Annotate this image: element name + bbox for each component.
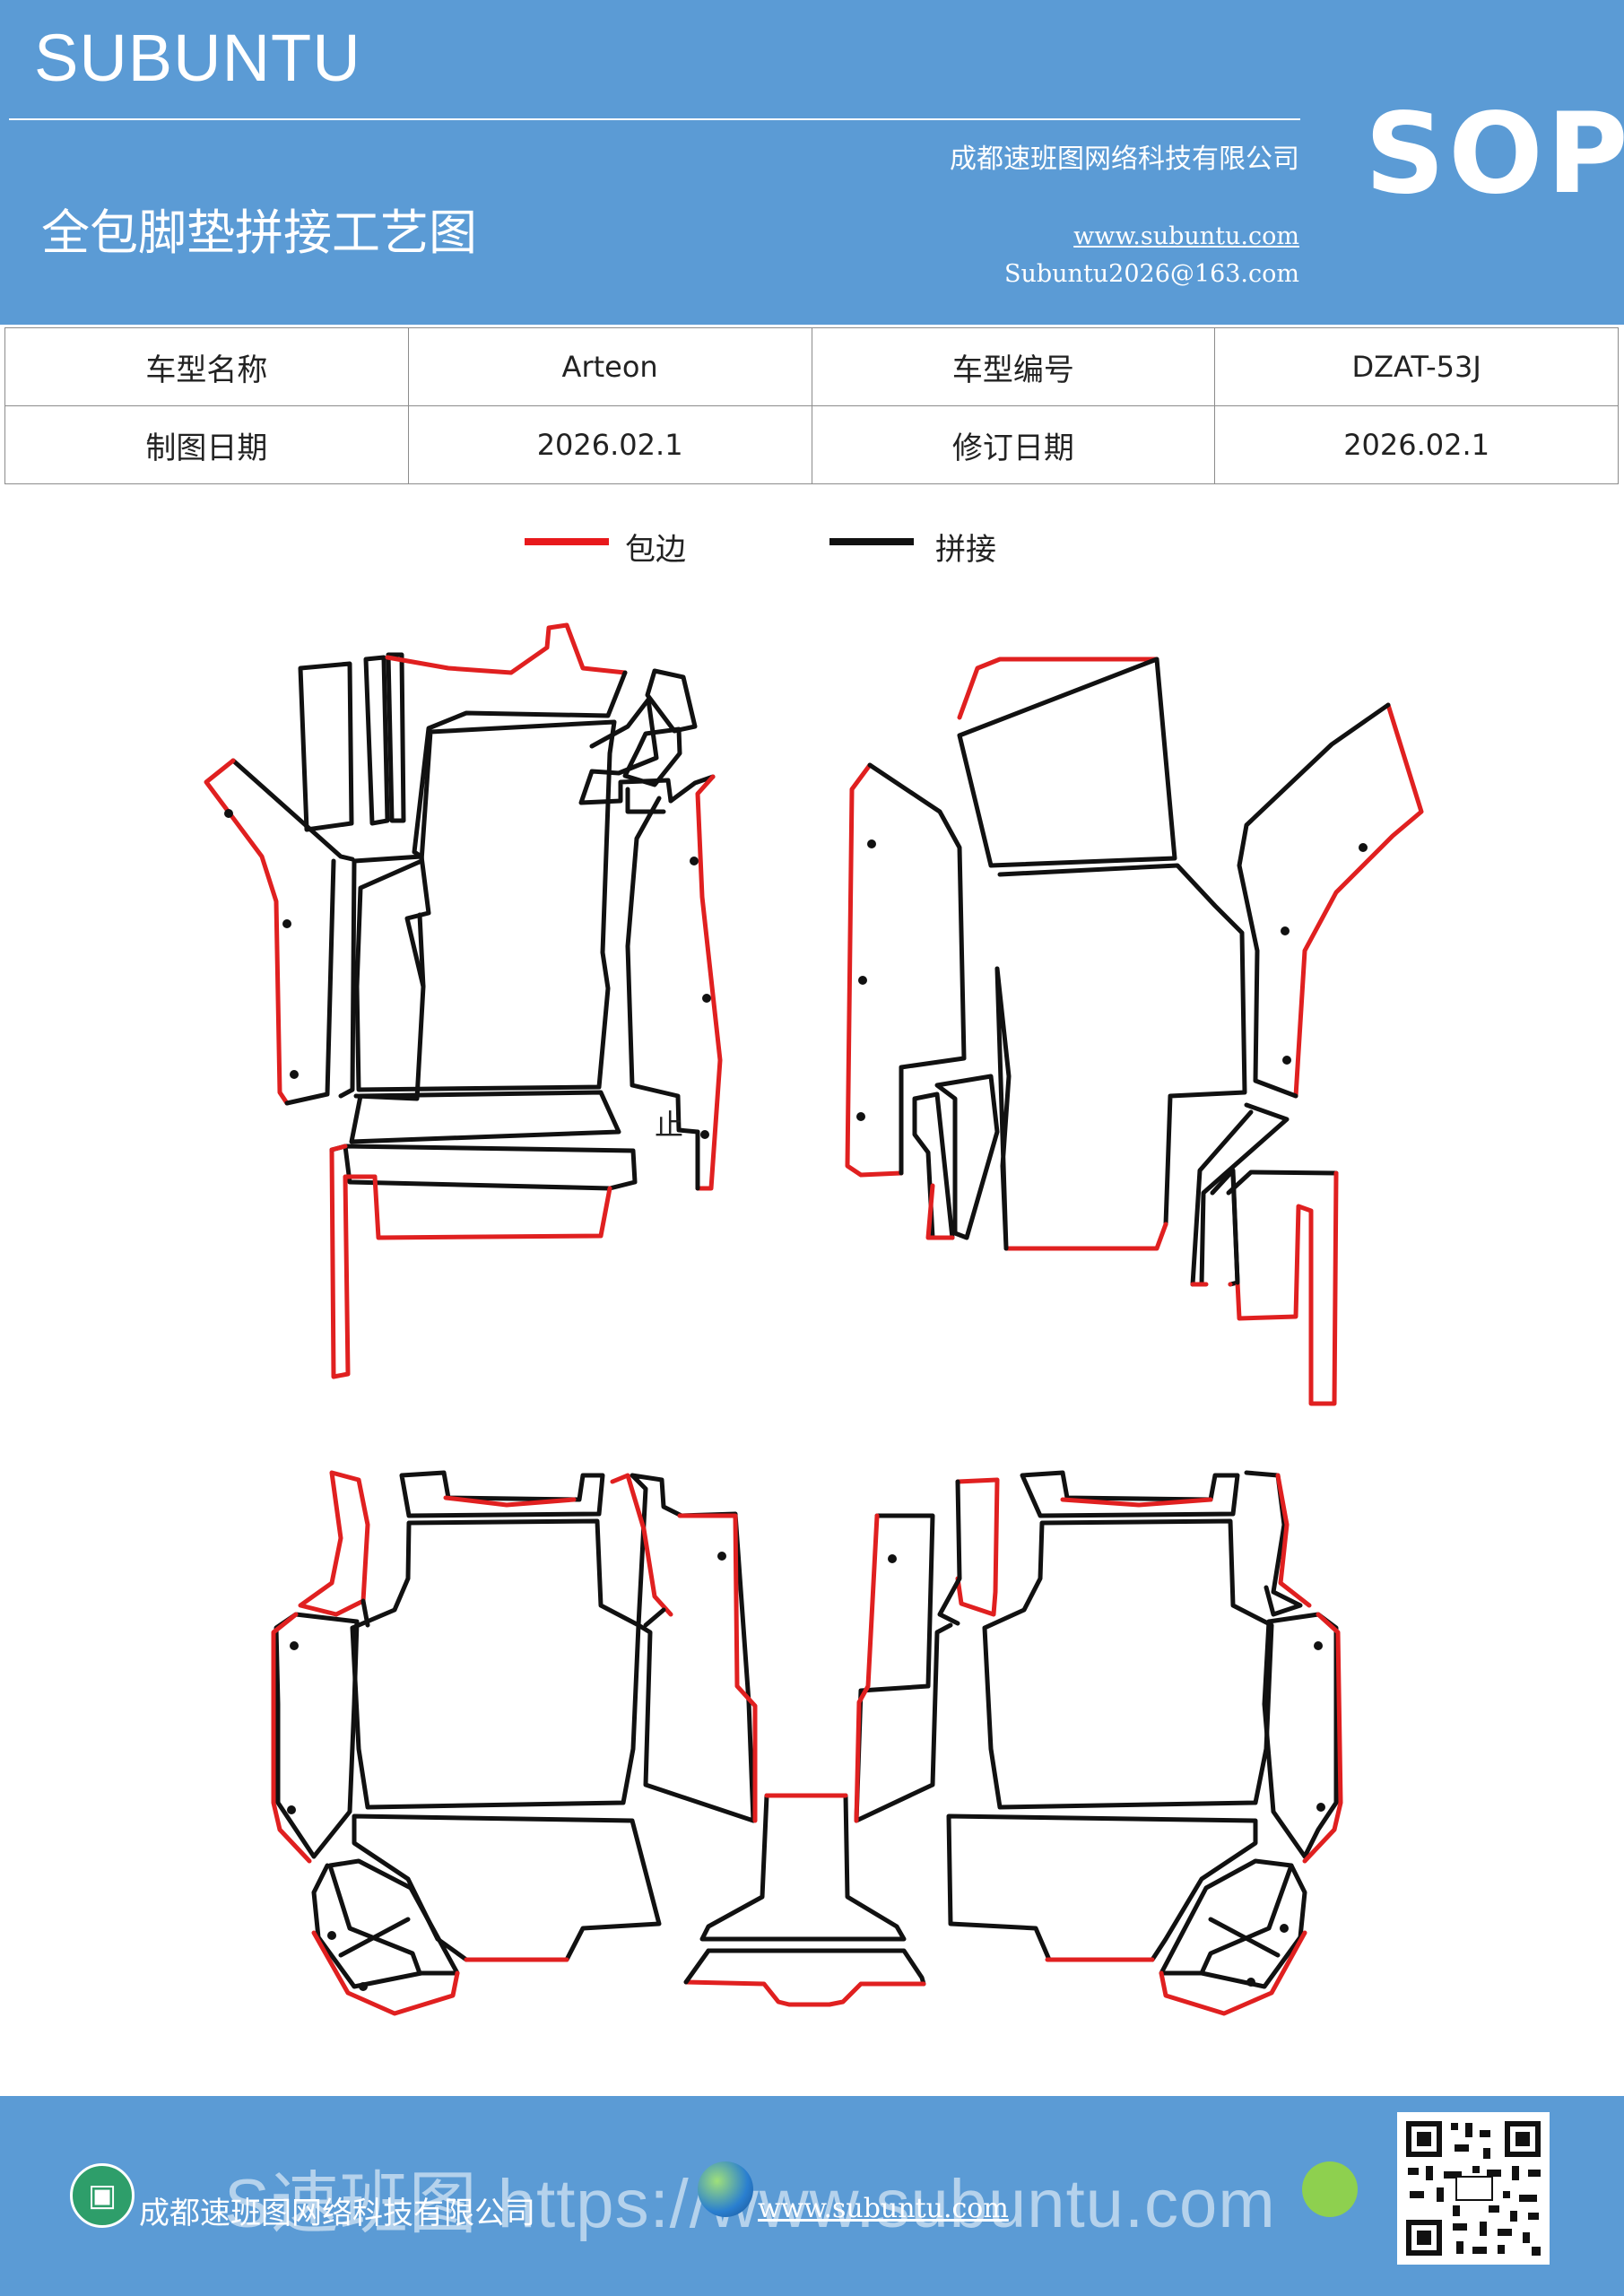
- wechat-icon: [1302, 2161, 1358, 2217]
- sop-badge: SOP: [1365, 90, 1624, 219]
- stop-mark-label: 止: [655, 1108, 683, 1142]
- website-link[interactable]: www.subuntu.com: [1073, 222, 1299, 250]
- label-model-name: 车型名称: [4, 327, 409, 406]
- vehicle-info-table: 车型名称 Arteon 车型编号 DZAT-53J 制图日期 2026.02.1…: [4, 327, 1619, 484]
- table-row: 车型名称 Arteon 车型编号 DZAT-53J: [4, 327, 1619, 406]
- legend-swatch-edge: [525, 538, 609, 545]
- rear-right-mat: [854, 1470, 1343, 2016]
- contact-email[interactable]: Subuntu2026@163.com: [1004, 260, 1299, 288]
- front-right-mat: [845, 657, 1424, 1406]
- value-model-code: DZAT-53J: [1214, 327, 1619, 406]
- value-model-name: Arteon: [407, 327, 812, 406]
- rear-center-tunnel: [683, 1793, 926, 2007]
- rear-left-mat: [271, 1470, 758, 2016]
- legend: 包边 拼接: [0, 525, 1624, 570]
- footer-company-name: 成都速班图网络科技有限公司: [139, 2196, 535, 2231]
- header-divider: [9, 118, 1300, 120]
- floor-mat-diagram: 止: [204, 622, 1424, 2016]
- value-draw-date: 2026.02.1: [407, 405, 812, 484]
- label-revision-date: 修订日期: [811, 405, 1216, 484]
- company-name: 成都速班图网络科技有限公司: [950, 144, 1299, 175]
- building-icon: ▣: [70, 2163, 135, 2228]
- legend-swatch-seam: [829, 538, 914, 545]
- brand-logo-text: SUBUNTU: [34, 21, 361, 95]
- table-row: 制图日期 2026.02.1 修订日期 2026.02.1: [4, 405, 1619, 484]
- front-left-mat: [204, 622, 723, 1379]
- value-revision-date: 2026.02.1: [1214, 405, 1619, 484]
- anchor-dots: [224, 809, 1368, 1991]
- qr-code[interactable]: [1397, 2112, 1550, 2265]
- header-band: SUBUNTU 成都速班图网络科技有限公司 全包脚垫拼接工艺图 www.subu…: [0, 0, 1624, 325]
- label-draw-date: 制图日期: [4, 405, 409, 484]
- document-title: 全包脚垫拼接工艺图: [41, 204, 477, 261]
- legend-label-edge: 包边: [625, 532, 686, 568]
- label-model-code: 车型编号: [811, 327, 1216, 406]
- globe-icon: [698, 2161, 753, 2217]
- footer-website-link[interactable]: www.subuntu.com: [758, 2193, 1009, 2224]
- legend-label-seam: 拼接: [935, 532, 996, 568]
